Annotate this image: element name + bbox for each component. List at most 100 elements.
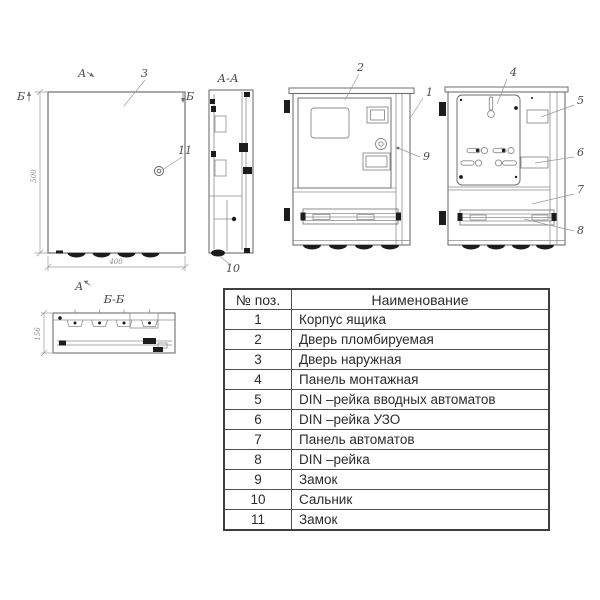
callout-mounting-panel-4: 4 [509, 66, 517, 79]
row-name-cell: DIN –рейка вводных автоматов [291, 389, 550, 410]
leader-din-input-5 [540, 104, 575, 118]
inner-door-cutouts [362, 106, 391, 171]
section-arrow-a-top [86, 71, 95, 78]
table-row: 8 DIN –рейка [223, 449, 550, 470]
section-marker-a-top: А [77, 67, 86, 80]
mounting-panel [456, 94, 521, 186]
row-num-cell: 2 [223, 329, 292, 350]
row-num-cell: 10 [223, 489, 292, 510]
row-num-cell: 3 [223, 349, 292, 370]
row-name-cell: DIN –рейка УЗО [291, 409, 550, 430]
row-name-cell: DIN –рейка [291, 449, 550, 470]
view-internal: 4 5 6 7 8 [439, 66, 584, 250]
leader-din-uzo-6 [534, 156, 575, 164]
view-arrow-b-right [181, 92, 185, 103]
row-num-cell: 1 [223, 309, 292, 330]
dim-width-label: 400 [108, 258, 123, 266]
cabinet-roof [444, 86, 569, 93]
leader-lock-11 [163, 156, 183, 170]
table-row: 6 DIN –рейка УЗО [223, 409, 550, 430]
sealed-inner-door [297, 97, 392, 189]
din-rail-endcaps [457, 213, 557, 221]
table-row: 4 Панель монтажная [223, 369, 550, 390]
callout-outer-door: 3 [141, 67, 148, 80]
table-row: 2 Дверь пломбируемая [223, 329, 550, 350]
table-row: 5 DIN –рейка вводных автоматов [223, 389, 550, 410]
dim-height-label: 500 [30, 169, 38, 183]
door-lock [154, 166, 164, 176]
callout-din-uzo-6: 6 [577, 146, 584, 159]
row-name-cell: Дверь пломбируемая [291, 329, 550, 350]
header-position: № поз. [223, 288, 292, 310]
table-row: 11 Замок [223, 509, 550, 531]
row-name-cell: Корпус ящика [291, 309, 550, 330]
dimension-width [44, 255, 189, 272]
table-row: 10 Сальник [223, 489, 550, 510]
section-marker-a-bottom: А [74, 280, 83, 293]
parts-table: № поз. Наименование 1 Корпус ящика 2 Две… [223, 288, 550, 531]
leader-sealed-door-2 [344, 73, 360, 101]
row-num-cell: 8 [223, 449, 292, 470]
callout-din-rail-8: 8 [577, 224, 584, 237]
callout-lock-9: 9 [423, 150, 430, 163]
row-num-cell: 4 [223, 369, 292, 390]
leader-body-1 [410, 97, 424, 118]
dim-depth-label: 156 [34, 327, 42, 341]
section-arrow-a-bottom [83, 280, 91, 286]
cabinet-feet [462, 245, 554, 250]
section-bb-black-details [58, 316, 163, 352]
row-name-cell: Панель монтажная [291, 369, 550, 390]
hinges [439, 102, 446, 225]
section-bb-title: Б-Б [103, 292, 125, 306]
header-name: Наименование [291, 288, 550, 310]
leader-outer-door [123, 79, 146, 107]
row-name-cell: Дверь наружная [291, 349, 550, 370]
leader-breaker-panel-7 [531, 193, 575, 205]
view-section-bb: Б-Б 156 [34, 292, 176, 357]
section-aa-title: А-А [216, 71, 238, 85]
din-rail-input-breakers [526, 109, 549, 124]
callout-breaker-panel-7: 7 [577, 183, 584, 196]
view-marker-b-left: Б [16, 90, 25, 103]
callout-gland-10: 10 [226, 262, 240, 275]
leader-lock-9 [396, 146, 421, 158]
meter-screw-slots [460, 146, 517, 167]
dimension-height [34, 88, 48, 257]
callout-lock-11: 11 [178, 144, 192, 157]
cabinet-feet [303, 245, 399, 250]
cabinet-roof [288, 87, 415, 94]
leader-mounting-panel-4 [496, 78, 508, 105]
callout-din-input-5: 5 [577, 94, 584, 107]
din-rail-uzo [520, 156, 549, 169]
row-name-cell: Панель автоматов [291, 429, 550, 450]
row-num-cell: 5 [223, 389, 292, 410]
row-num-cell: 7 [223, 429, 292, 450]
view-arrow-b-left [27, 91, 31, 102]
view-section-aa: А-А 10 [208, 71, 254, 275]
table-header-row: № поз. Наименование [223, 288, 550, 310]
meter-window [310, 107, 350, 139]
callout-sealed-door-2: 2 [356, 61, 364, 74]
table-row: 3 Дверь наружная [223, 349, 550, 370]
table-row: 1 Корпус ящика [223, 309, 550, 330]
row-num-cell: 6 [223, 409, 292, 430]
cabinet-feet [56, 250, 160, 258]
body-frame-lines [448, 92, 565, 245]
leader-din-rail-8 [523, 218, 575, 232]
view-marker-b-right: Б [185, 90, 194, 103]
section-aa-black-details [210, 92, 252, 257]
row-num-cell: 9 [223, 469, 292, 490]
row-name-cell: Сальник [291, 489, 550, 510]
view-door-open: 2 1 9 [284, 61, 433, 250]
leader-gland-10 [219, 255, 230, 265]
view-front-closed: 500 400 А 3 Б Б 11 А [16, 67, 194, 293]
table-row: 9 Замок [223, 469, 550, 490]
hinges [284, 100, 290, 221]
callout-body-1: 1 [426, 86, 433, 99]
panel-black-dots [459, 97, 533, 179]
row-name-cell: Замок [291, 469, 550, 490]
parts-list: № поз. Наименование 1 Корпус ящика 2 Две… [223, 288, 550, 531]
dimension-depth [40, 309, 52, 357]
